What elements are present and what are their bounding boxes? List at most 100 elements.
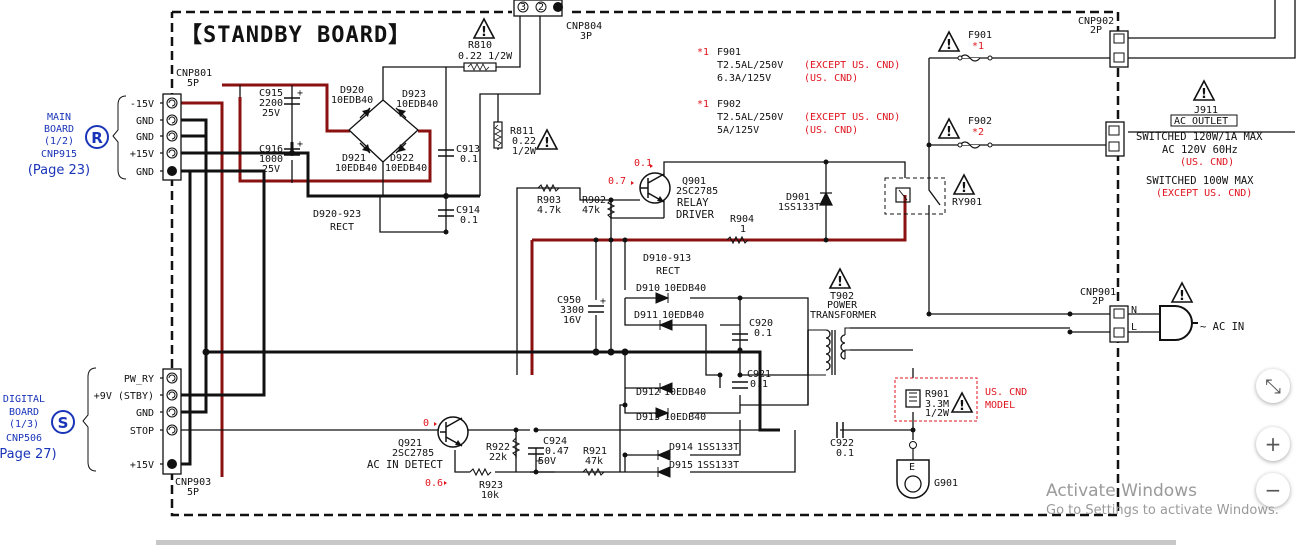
activate-windows-watermark: Activate Windows Go to Settings to activ… — [1046, 481, 1279, 518]
cap-c922: C922 0.1 — [830, 422, 854, 459]
page-23-link[interactable]: (Page 23) — [28, 163, 90, 178]
svg-text:47k: 47k — [585, 456, 603, 467]
svg-text:CNP901: CNP901 — [1080, 287, 1116, 298]
svg-text:R903: R903 — [537, 195, 561, 206]
svg-text:T2.5AL/250V: T2.5AL/250V — [717, 60, 783, 71]
svg-text:CNP801: CNP801 — [176, 68, 212, 79]
svg-text:R811: R811 — [510, 126, 534, 137]
svg-text:CNP915: CNP915 — [41, 149, 77, 160]
rect-d910-913: D910-913 RECT D910 10EDB40 D911 10EDB40 … — [625, 253, 706, 423]
svg-text:3300: 3300 — [560, 305, 584, 316]
page-27-link[interactable]: Page 27) — [0, 447, 57, 462]
zoom-out-button[interactable]: − — [1256, 473, 1290, 507]
svg-text:0.1: 0.1 — [750, 379, 768, 390]
fit-to-screen-button[interactable]: ⤡ — [1256, 369, 1290, 403]
svg-text:1/2W: 1/2W — [512, 146, 537, 157]
svg-text:R901: R901 — [925, 389, 949, 400]
svg-text:POWER: POWER — [827, 300, 858, 311]
connector-cnp902: CNP902 2P — [1078, 16, 1129, 68]
svg-text:F902: F902 — [717, 99, 741, 110]
svg-text:1SS133T: 1SS133T — [697, 460, 739, 471]
svg-text:2SC2785: 2SC2785 — [392, 448, 434, 459]
svg-text:CNP804: CNP804 — [566, 21, 602, 32]
svg-text:J911: J911 — [1194, 105, 1218, 116]
svg-text:6.3A/125V: 6.3A/125V — [717, 73, 771, 84]
svg-text:F901: F901 — [717, 47, 741, 58]
svg-text:1000: 1000 — [259, 154, 283, 165]
svg-text:(EXCEPT US. CND): (EXCEPT US. CND) — [804, 60, 900, 71]
svg-text:R923: R923 — [479, 480, 503, 491]
svg-text:2P: 2P — [1090, 25, 1102, 36]
svg-text:GND: GND — [136, 116, 154, 127]
svg-text:R902: R902 — [582, 195, 606, 206]
horizontal-scrollbar[interactable] — [156, 540, 1176, 545]
svg-text:AC 120V 60Hz: AC 120V 60Hz — [1162, 144, 1238, 156]
svg-text:+: + — [600, 296, 606, 307]
svg-text:(US. CND): (US. CND) — [1180, 157, 1234, 168]
svg-text:R810: R810 — [468, 40, 492, 51]
svg-text:D912: D912 — [636, 387, 660, 398]
svg-text:C950: C950 — [557, 295, 581, 306]
svg-text:2SC2785: 2SC2785 — [676, 186, 718, 197]
svg-text:AC OUTLET: AC OUTLET — [1174, 116, 1228, 127]
svg-text:(1/3): (1/3) — [9, 419, 39, 430]
svg-text:0.22: 0.22 — [512, 136, 536, 147]
svg-text:(1/2): (1/2) — [44, 136, 74, 147]
svg-text:2200: 2200 — [259, 98, 283, 109]
resistor-r923: R923 10k — [469, 467, 503, 501]
board-title: 【STANDBY BOARD】 — [180, 23, 411, 48]
svg-text:T902: T902 — [830, 291, 854, 302]
svg-text:C922: C922 — [830, 438, 854, 449]
svg-text:R904: R904 — [730, 214, 754, 225]
resistor-r902: R902 47k — [582, 195, 616, 219]
outlet-j911 — [1105, 121, 1125, 157]
fuse-f901: F901 *1 — [938, 30, 993, 62]
svg-text:N: N — [1131, 305, 1137, 316]
svg-text:+15V: +15V — [130, 149, 154, 160]
svg-text:R: R — [91, 129, 103, 147]
svg-text:5P: 5P — [187, 78, 199, 89]
resistor-r904: R904 1 — [726, 214, 754, 245]
zoom-in-button[interactable]: + — [1256, 427, 1290, 461]
transistor-q921: Q921 2SC2785 AC IN DETECT 0 0.6 — [367, 416, 469, 489]
connector-cnp903: CNP903 5P — [162, 368, 211, 498]
cap-c916: + C916 1000 25V — [259, 139, 303, 175]
svg-text:C921: C921 — [747, 369, 771, 380]
svg-text:47k: 47k — [582, 205, 600, 216]
svg-text:MAIN: MAIN — [47, 112, 71, 123]
svg-text:10EDB40: 10EDB40 — [664, 283, 706, 294]
relay-ry901: RY901 — [898, 174, 982, 208]
svg-text:+9V (STBY): +9V (STBY) — [94, 391, 154, 402]
svg-text:C924: C924 — [543, 436, 567, 447]
diode-d901: D901 1SS133T — [778, 191, 833, 213]
svg-text:CNP902: CNP902 — [1078, 16, 1114, 27]
svg-text:CNP506: CNP506 — [6, 433, 42, 444]
svg-text:1SS133T: 1SS133T — [778, 202, 820, 213]
svg-text:*2: *2 — [972, 127, 984, 138]
svg-text:STOP: STOP — [130, 426, 154, 437]
svg-text:RECT: RECT — [656, 266, 680, 277]
svg-text:3P: 3P — [580, 31, 592, 42]
svg-text:3: 3 — [520, 2, 526, 13]
svg-text:D910: D910 — [636, 283, 660, 294]
svg-text:D915: D915 — [669, 460, 693, 471]
svg-text:R922: R922 — [486, 442, 510, 453]
resistor-r901: R901 3.3M 1/2W US. CND MODEL — [894, 377, 1027, 422]
resistor-r921: R921 47k — [582, 446, 607, 477]
svg-text:5P: 5P — [187, 487, 199, 498]
svg-text:GND: GND — [136, 408, 154, 419]
svg-text:10EDB40: 10EDB40 — [335, 163, 377, 174]
resistor-r903: R903 4.7k — [537, 183, 561, 216]
svg-text:(US. CND): (US. CND) — [804, 73, 858, 84]
svg-text:D923: D923 — [402, 89, 426, 100]
svg-text:C915: C915 — [259, 88, 283, 99]
svg-text:~ AC IN: ~ AC IN — [1200, 321, 1244, 333]
svg-text:(EXCEPT US. CND): (EXCEPT US. CND) — [1156, 188, 1252, 199]
svg-text:25V: 25V — [262, 164, 280, 175]
board-outline — [170, 10, 1120, 517]
svg-text:1: 1 — [740, 224, 746, 235]
svg-text:D911: D911 — [634, 310, 658, 321]
svg-text:(US. CND): (US. CND) — [804, 125, 858, 136]
svg-text:RY901: RY901 — [952, 197, 982, 208]
ground-g901: E G901 — [896, 441, 958, 499]
